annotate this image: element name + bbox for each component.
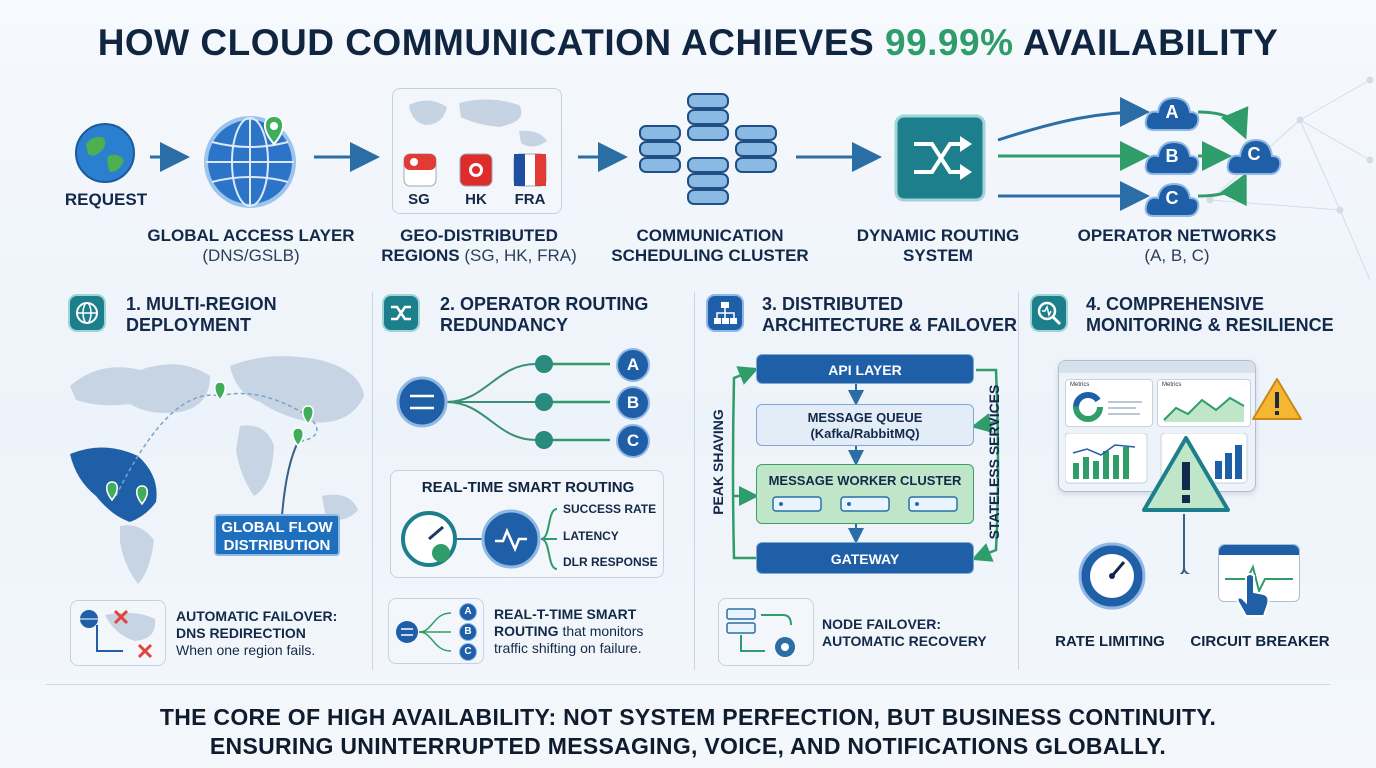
metrics-panel-a: Metrics	[1065, 379, 1153, 427]
operator-c-letter: C	[1165, 188, 1179, 208]
warning-large-icon	[1142, 436, 1230, 512]
flag-label-hk: HK	[465, 191, 487, 208]
globe-icon	[68, 294, 106, 332]
operator-c-letter: C	[616, 424, 650, 458]
operator-b-letter: B	[1165, 146, 1179, 166]
gauge-icon	[1078, 542, 1146, 610]
mini-letter-b: B	[459, 623, 477, 641]
monitor-search-icon	[1030, 294, 1068, 332]
earth-icon	[75, 123, 135, 183]
request-label: REQUEST	[64, 190, 148, 209]
regions-map-card: SG HK FRA	[392, 88, 562, 214]
operator-a-letter: A	[1165, 102, 1179, 122]
network-mesh-decoration	[1206, 76, 1374, 281]
worker-server-icons	[772, 496, 958, 512]
node-failover-text: NODE FAILOVER:AUTOMATIC RECOVERY	[822, 616, 987, 649]
hand-pointer-icon	[1236, 573, 1270, 617]
cloud-c2-icon	[1226, 138, 1282, 175]
section-divider-2	[694, 292, 695, 670]
section-divider-1	[372, 292, 373, 670]
globe-icon	[204, 114, 296, 208]
worker-cluster-box: MESSAGE WORKER CLUSTER	[756, 464, 974, 524]
operators-label: OPERATOR NETWORKS(A, B, C)	[1077, 226, 1277, 265]
resilience-split-lines	[1179, 514, 1191, 574]
hierarchy-icon	[706, 294, 744, 332]
section-divider-3	[1018, 292, 1019, 670]
access-layer-label: GLOBAL ACCESS LAYER(DNS/GSLB)	[147, 226, 355, 265]
metrics-panel-b: Metrics	[1157, 379, 1251, 427]
node-recovery-icon	[726, 608, 795, 657]
metric-connectors	[541, 508, 558, 570]
area-chart-icon	[1163, 396, 1245, 422]
operator-b-letter: B	[616, 386, 650, 420]
message-queue-box: MESSAGE QUEUE(Kafka/RabbitMQ)	[756, 404, 974, 446]
flag-hk-icon	[459, 153, 493, 187]
mini-letter-a: A	[459, 603, 477, 621]
footer-line-2: ENSURING UNINTERRUPTED MESSAGING, VOICE,…	[209, 733, 1167, 759]
rate-limiting-label: RATE LIMITING	[1055, 633, 1165, 650]
circuit-breaker-label: CIRCUIT BREAKER	[1190, 633, 1330, 650]
smart-routing-title: REAL-TIME SMART ROUTING	[421, 479, 635, 496]
architecture-flow-lines	[731, 366, 1000, 562]
node-failover-card	[718, 598, 814, 666]
routing-mini-card: A B C	[388, 598, 484, 664]
mini-routing-icon	[396, 612, 452, 652]
flag-fra-icon	[513, 153, 547, 187]
operator-c2-letter: C	[1247, 144, 1261, 164]
failover-map-card	[70, 600, 166, 666]
smart-routing-card: REAL-TIME SMART ROUTING SUCCESS RATE LAT…	[390, 470, 664, 578]
footer-line-1: THE CORE OF HIGH AVAILABILITY: NOT SYSTE…	[159, 704, 1217, 730]
metric-success-rate: SUCCESS RATE	[563, 502, 657, 516]
warning-small-icon	[1252, 378, 1302, 420]
cloud-a-icon	[1144, 96, 1200, 131]
footer-divider	[46, 684, 1330, 685]
cloud-b-icon	[1144, 140, 1200, 175]
metric-dlr-response: DLR RESPONSE	[563, 555, 658, 569]
top-flow-arrows	[150, 97, 1249, 211]
circuit-breaker-titlebar	[1219, 545, 1299, 555]
world-map-icon	[409, 99, 547, 147]
shuffle-icon	[894, 114, 986, 202]
metric-latency: LATENCY	[563, 529, 619, 543]
operator-a-letter: A	[616, 348, 650, 382]
gateway-box: GATEWAY	[756, 542, 974, 574]
server-cluster-icon	[639, 93, 777, 205]
flag-label-fra: FRA	[514, 191, 546, 208]
availability-highlight: 99.99%	[885, 22, 1014, 63]
failover-icon	[80, 609, 156, 659]
api-layer-box: API LAYER	[756, 354, 974, 384]
operator-redundancy-diagram	[396, 355, 610, 449]
speedometer-icon	[401, 509, 541, 569]
shuffle-icon	[382, 294, 420, 332]
cloud-c-icon	[1144, 182, 1200, 217]
pulse-icon	[1225, 564, 1293, 594]
peak-shaving-label: PEAK SHAVING	[710, 409, 726, 515]
donut-chart-icon	[1073, 392, 1142, 422]
flag-label-sg: SG	[408, 191, 430, 208]
dashboard-window: Metrics Metrics	[1058, 360, 1256, 492]
flag-sg-icon	[403, 153, 437, 187]
metrics-label-b: Metrics	[1162, 382, 1182, 388]
page-title: HOW CLOUD COMMUNICATION ACHIEVES 99.99% …	[97, 22, 1279, 63]
bar-chart-icon	[1065, 433, 1248, 484]
mini-letter-c: C	[459, 643, 477, 661]
metrics-label-a: Metrics	[1070, 382, 1090, 388]
stateless-services-label: STATELESS SERVICES	[986, 384, 1002, 540]
dashboard-titlebar	[1059, 361, 1255, 373]
world-map-icon	[70, 356, 364, 584]
